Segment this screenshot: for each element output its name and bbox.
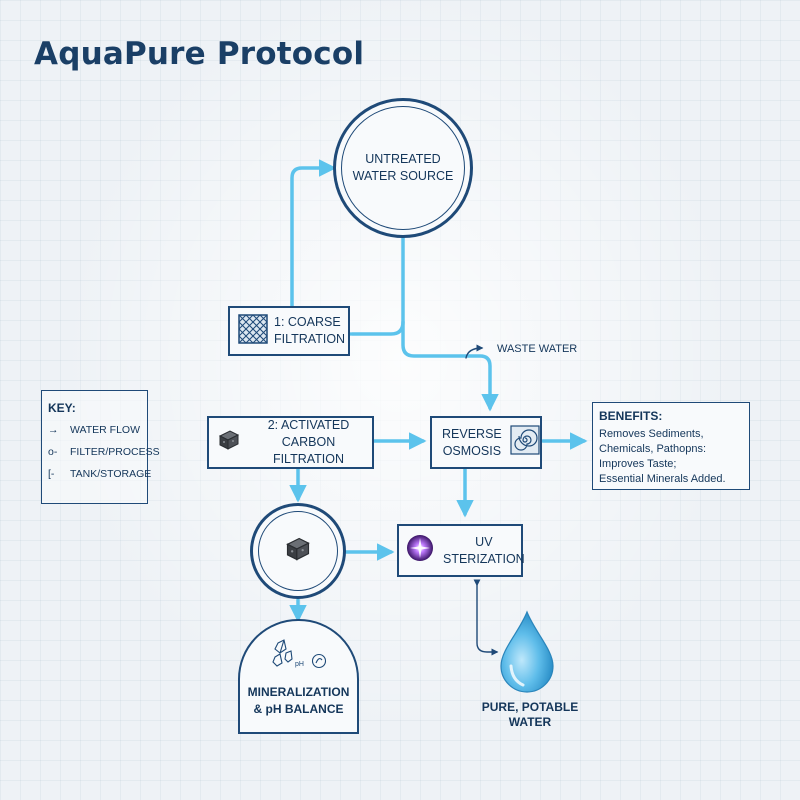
waste-water-label: WASTE WATER bbox=[497, 343, 578, 355]
ph-mini-label: pH bbox=[295, 661, 304, 668]
mineralization-node[interactable]: pH MINERALIZATION & pH BALANCE bbox=[238, 619, 359, 734]
source-label-line2: WATER SOURCE bbox=[352, 169, 454, 183]
uv-label-line1: UV bbox=[475, 534, 493, 549]
key-title: KEY: bbox=[48, 401, 76, 415]
spiral-membrane-icon bbox=[510, 425, 540, 460]
reverse-osmosis-node[interactable]: REVERSE OSMOSIS bbox=[430, 416, 542, 469]
key-row-tank-storage: [- TANK/STORAGE bbox=[48, 468, 151, 480]
uv-to-output-connector bbox=[473, 579, 499, 656]
output-label-line1: PURE, POTABLE bbox=[481, 700, 579, 714]
legend-key: KEY: → WATER FLOW o- FILTER/PROCESS [- TANK… bbox=[41, 390, 160, 504]
mesh-filter-icon bbox=[238, 313, 268, 349]
carbon-block-icon bbox=[284, 535, 312, 568]
waste-water-arrow bbox=[465, 344, 484, 359]
benefits-line: Improves Taste; bbox=[599, 458, 677, 470]
key-row-water-flow: → WATER FLOW bbox=[48, 424, 147, 436]
benefits-line: Chemicals, Pathopns: bbox=[599, 443, 706, 455]
key-label: FILTER/PROCESS bbox=[70, 446, 160, 458]
coarse-label-line2: FILTRATION bbox=[274, 332, 346, 346]
flow-source-to-coarse bbox=[350, 230, 405, 336]
mineral-label-line1: MINERALIZATION bbox=[247, 685, 350, 699]
mineral-label-line2: & pH BALANCE bbox=[253, 702, 344, 716]
benefits-line: Essential Minerals Added. bbox=[599, 473, 726, 485]
benefits-panel: BENEFITS: Removes Sediments, Chemicals, … bbox=[592, 402, 750, 490]
benefits-line: Removes Sediments, bbox=[599, 428, 704, 440]
coarse-filtration-node[interactable]: 1: COARSE FILTRATION bbox=[228, 306, 350, 356]
activated-carbon-node[interactable]: 2: ACTIVATED CARBON FILTRATION bbox=[207, 416, 374, 469]
flow-arrow-symbol: → bbox=[48, 424, 59, 436]
uv-light-icon bbox=[405, 533, 435, 568]
pure-water-label: PURE, POTABLE WATER bbox=[460, 700, 600, 730]
ro-label-line1: REVERSE bbox=[442, 426, 502, 441]
key-row-filter-process: o- FILTER/PROCESS bbox=[48, 446, 160, 458]
ro-label-line2: OSMOSIS bbox=[442, 443, 502, 458]
crystal-icon bbox=[272, 639, 306, 674]
key-label: TANK/STORAGE bbox=[70, 468, 152, 480]
flow-coarse-to-source bbox=[290, 159, 352, 336]
carbon-label-line1: 2: ACTIVATED CARBON bbox=[267, 418, 350, 449]
water-drop-icon bbox=[497, 610, 557, 699]
carbon-label-line2: FILTRATION bbox=[272, 452, 345, 466]
carbon-tank-node[interactable] bbox=[250, 503, 346, 599]
carbon-block-icon bbox=[217, 428, 241, 457]
source-label-line1: UNTREATED bbox=[365, 152, 441, 166]
flow-source-to-ro bbox=[401, 320, 499, 412]
uv-sterilization-node[interactable]: UV STERIZATION bbox=[397, 524, 525, 577]
coarse-label-line1: 1: COARSE bbox=[274, 315, 341, 329]
filter-symbol: o- bbox=[48, 446, 58, 458]
output-label-line2: WATER bbox=[508, 715, 552, 729]
page-title: AquaPure Protocol bbox=[34, 36, 365, 72]
benefits-title: BENEFITS: bbox=[599, 409, 663, 423]
uv-label-line2: STERIZATION bbox=[443, 551, 525, 566]
untreated-water-source-node[interactable]: UNTREATED WATER SOURCE bbox=[333, 98, 473, 238]
tank-symbol: [- bbox=[48, 468, 55, 480]
key-label: WATER FLOW bbox=[70, 424, 140, 436]
ph-meter-icon bbox=[311, 653, 327, 674]
